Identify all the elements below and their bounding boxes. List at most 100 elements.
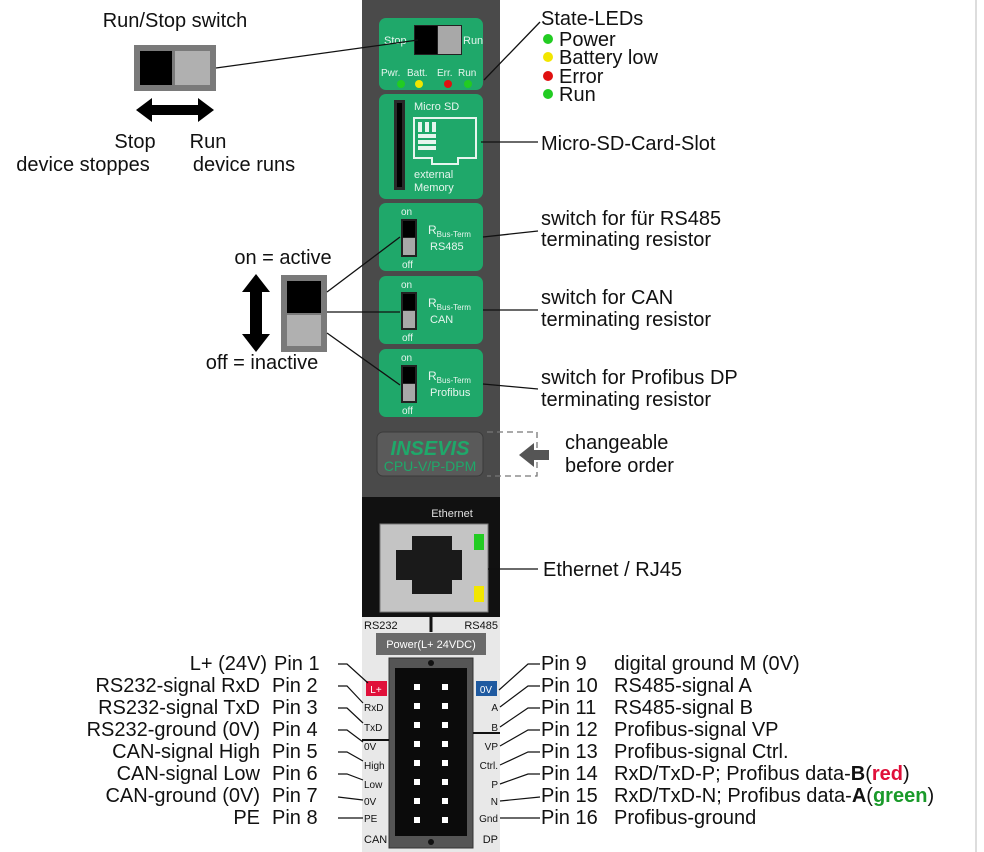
run-label: Run	[190, 131, 227, 153]
leader-right-10	[499, 685, 540, 708]
can-label: CAN	[364, 834, 387, 846]
pin-label-left-2: RxD	[364, 703, 383, 714]
run-stop-title: Run/Stop switch	[103, 10, 248, 32]
callout-line-term-pb	[326, 332, 401, 386]
callout-eth: Ethernet / RJ45	[543, 559, 682, 581]
ethernet-activity-led-icon	[474, 586, 484, 602]
sd-card-contact	[418, 122, 422, 132]
pin-labels: RxD TxD 0V High Low 0V PE CAN A B VP Ctr…	[364, 703, 498, 846]
terminal-screw-icon	[428, 660, 434, 666]
model-label: CPU-V/P-DPM	[384, 458, 477, 474]
leader-right-9	[498, 663, 540, 691]
terminal-pin	[442, 741, 448, 747]
terminal-screw-icon	[428, 839, 434, 845]
pin-num-right-12: Pin 12	[541, 719, 598, 741]
leader-right-13	[499, 751, 540, 766]
left-arrow-icon	[519, 443, 549, 467]
pin-num-left-8: Pin 8	[272, 807, 318, 829]
term-name-profibus: Profibus	[430, 387, 471, 399]
callout-line-runstop	[215, 39, 419, 69]
term-r-label: RBus-Term	[428, 223, 471, 239]
sd-slot-opening	[397, 103, 402, 187]
callout-line-term-rs485	[326, 236, 401, 293]
right-pin-leaders	[498, 663, 541, 819]
callout-line-profibus	[482, 383, 539, 390]
pin-label-right-16: Gnd	[479, 814, 498, 825]
pin-num-right-15: Pin 15	[541, 785, 598, 807]
callout-pb-2: terminating resistor	[541, 389, 711, 411]
legend-power-led-icon	[543, 34, 553, 44]
legend-run-led-icon	[543, 89, 553, 99]
terminal-pin	[414, 817, 420, 823]
pin-label-right-14: P	[491, 780, 498, 791]
pin-label-right-13: Ctrl.	[480, 761, 498, 772]
state-leds-title: State-LEDs	[541, 8, 643, 30]
pin-label-left-8: PE	[364, 814, 378, 825]
term-r-label: RBus-Term	[428, 369, 471, 385]
pin-label-left-1: L+	[370, 685, 382, 696]
term-on-label: on	[401, 353, 412, 364]
pin-num-left-1: Pin 1	[274, 653, 320, 675]
pin-num-left-4: Pin 4	[272, 719, 318, 741]
terminal-pin	[442, 760, 448, 766]
legend-run: Run	[559, 84, 596, 106]
term-off-label: off	[402, 333, 413, 344]
pin-desc-left-7: CAN-ground (0V)	[105, 785, 260, 807]
terminal-pin	[414, 760, 420, 766]
pin-desc-right-9: digital ground M (0V)	[614, 653, 800, 675]
pin-num-right-13: Pin 13	[541, 741, 598, 763]
ethernet-label: Ethernet	[431, 508, 473, 520]
led-label-pwr: Pwr.	[381, 68, 400, 79]
terminal-pin	[414, 722, 420, 728]
terminal-pin	[442, 798, 448, 804]
term-on-label: on	[401, 207, 412, 218]
legend-battery: Battery low	[559, 47, 658, 69]
stop-label: Stop	[114, 131, 155, 153]
large-term-track	[287, 315, 321, 346]
pin-desc-right-11: RS485-signal B	[614, 697, 753, 719]
pin-label-left-6: Low	[364, 780, 383, 791]
sd-card-contact	[425, 122, 429, 132]
large-switch-slider	[140, 51, 172, 85]
term-off-label: off	[402, 260, 413, 271]
brand-plate	[376, 431, 484, 477]
pin-num-right-10: Pin 10	[541, 675, 598, 697]
leader-left-5	[338, 751, 364, 762]
ethernet-link-led-icon	[474, 534, 484, 550]
leader-right-15	[499, 796, 541, 802]
led-label-err: Err.	[437, 68, 453, 79]
brand-logo: INSEVIS	[391, 438, 471, 460]
left-pin-leaders	[337, 663, 369, 819]
off-inactive-label: off = inactive	[206, 352, 318, 374]
pin-label-right-15: N	[491, 797, 498, 808]
leader-left-2	[338, 685, 364, 704]
terminal-pin	[414, 741, 420, 747]
term-on-label: on	[401, 280, 412, 291]
pin-label-right-11: B	[491, 723, 498, 734]
pin-desc-right-15: RxD/TxD-N; Profibus data-A(green)	[614, 785, 934, 807]
pin-desc-left-4: RS232-ground (0V)	[87, 719, 260, 741]
pin-desc-left-3: RS232-signal TxD	[98, 697, 260, 719]
battery-led-icon	[415, 80, 423, 88]
right-pin-descriptions: Pin 9 digital ground M (0V) Pin 10 RS485…	[541, 653, 934, 829]
callout-pb-1: switch for Profibus DP	[541, 367, 738, 389]
pin-label-right-10: A	[491, 703, 498, 714]
up-down-arrow-icon	[242, 274, 270, 352]
led-label-batt: Batt.	[407, 68, 428, 79]
pin-num-right-16: Pin 16	[541, 807, 598, 829]
pin-desc-left-6: CAN-signal Low	[117, 763, 261, 785]
pin-desc-right-16: Profibus-ground	[614, 807, 756, 829]
callout-sd: Micro-SD-Card-Slot	[541, 133, 716, 155]
terminal-pin	[414, 684, 420, 690]
callout-change-1: changeable	[565, 432, 668, 454]
pin-label-left-5: High	[364, 761, 385, 772]
pin-num-right-9: Pin 9	[541, 653, 587, 675]
left-right-arrow-icon	[136, 98, 214, 122]
legend-power: Power	[559, 29, 616, 51]
terminal-pin	[414, 779, 420, 785]
term-switch-track	[403, 238, 415, 255]
terminal-pin	[414, 798, 420, 804]
terminal-pin	[442, 817, 448, 823]
term-panel-profibus: on off RBus-Term Profibus	[379, 349, 483, 417]
